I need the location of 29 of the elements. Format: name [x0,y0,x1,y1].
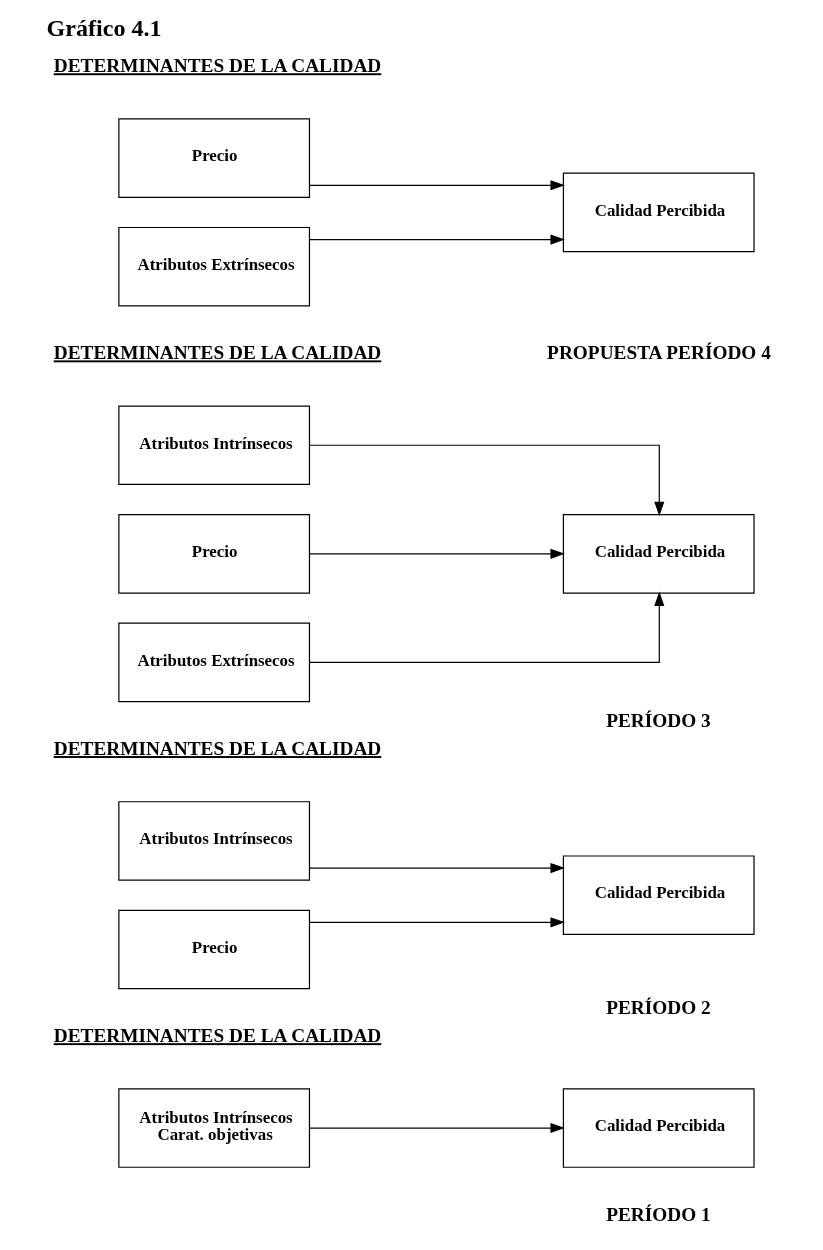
node-box: Calidad Percibida [562,855,755,936]
label: DETERMINANTES DE LA CALIDAD [53,55,381,77]
node-box: Calidad Percibida [562,1088,755,1168]
arrow [308,180,565,191]
node-box: Atributos Extrínsecos [117,226,310,307]
node-box: Atributos Extrínsecos [117,622,310,703]
arrow [308,591,664,663]
arrow [308,234,565,245]
arrow [308,444,664,517]
label: PERÍODO 1 [605,1203,711,1225]
node-box: Precio [117,118,310,198]
label: DETERMINANTES DE LA CALIDAD [53,1025,381,1047]
label: DETERMINANTES DE LA CALIDAD [53,738,381,760]
arrow [308,863,565,874]
diagram-title: Gráfico 4.1 [45,15,162,42]
node-box: Atributos Intrínsecos [117,405,310,486]
node-box: Precio [117,909,310,990]
arrow [308,917,565,928]
label: PERÍODO 2 [605,997,711,1019]
arrow [308,548,565,559]
label: PROPUESTA PERÍODO 4 [546,342,771,364]
node-box: Precio [117,514,310,594]
node-box: Calidad Percibida [562,514,755,594]
node-box: Atributos Intrínsecos Carat. objetivas [117,1088,310,1168]
node-box: Calidad Percibida [562,172,755,253]
node-box: Atributos Intrínsecos [117,801,310,881]
arrow [308,1122,565,1134]
label: PERÍODO 3 [605,710,711,732]
label: DETERMINANTES DE LA CALIDAD [53,342,381,364]
